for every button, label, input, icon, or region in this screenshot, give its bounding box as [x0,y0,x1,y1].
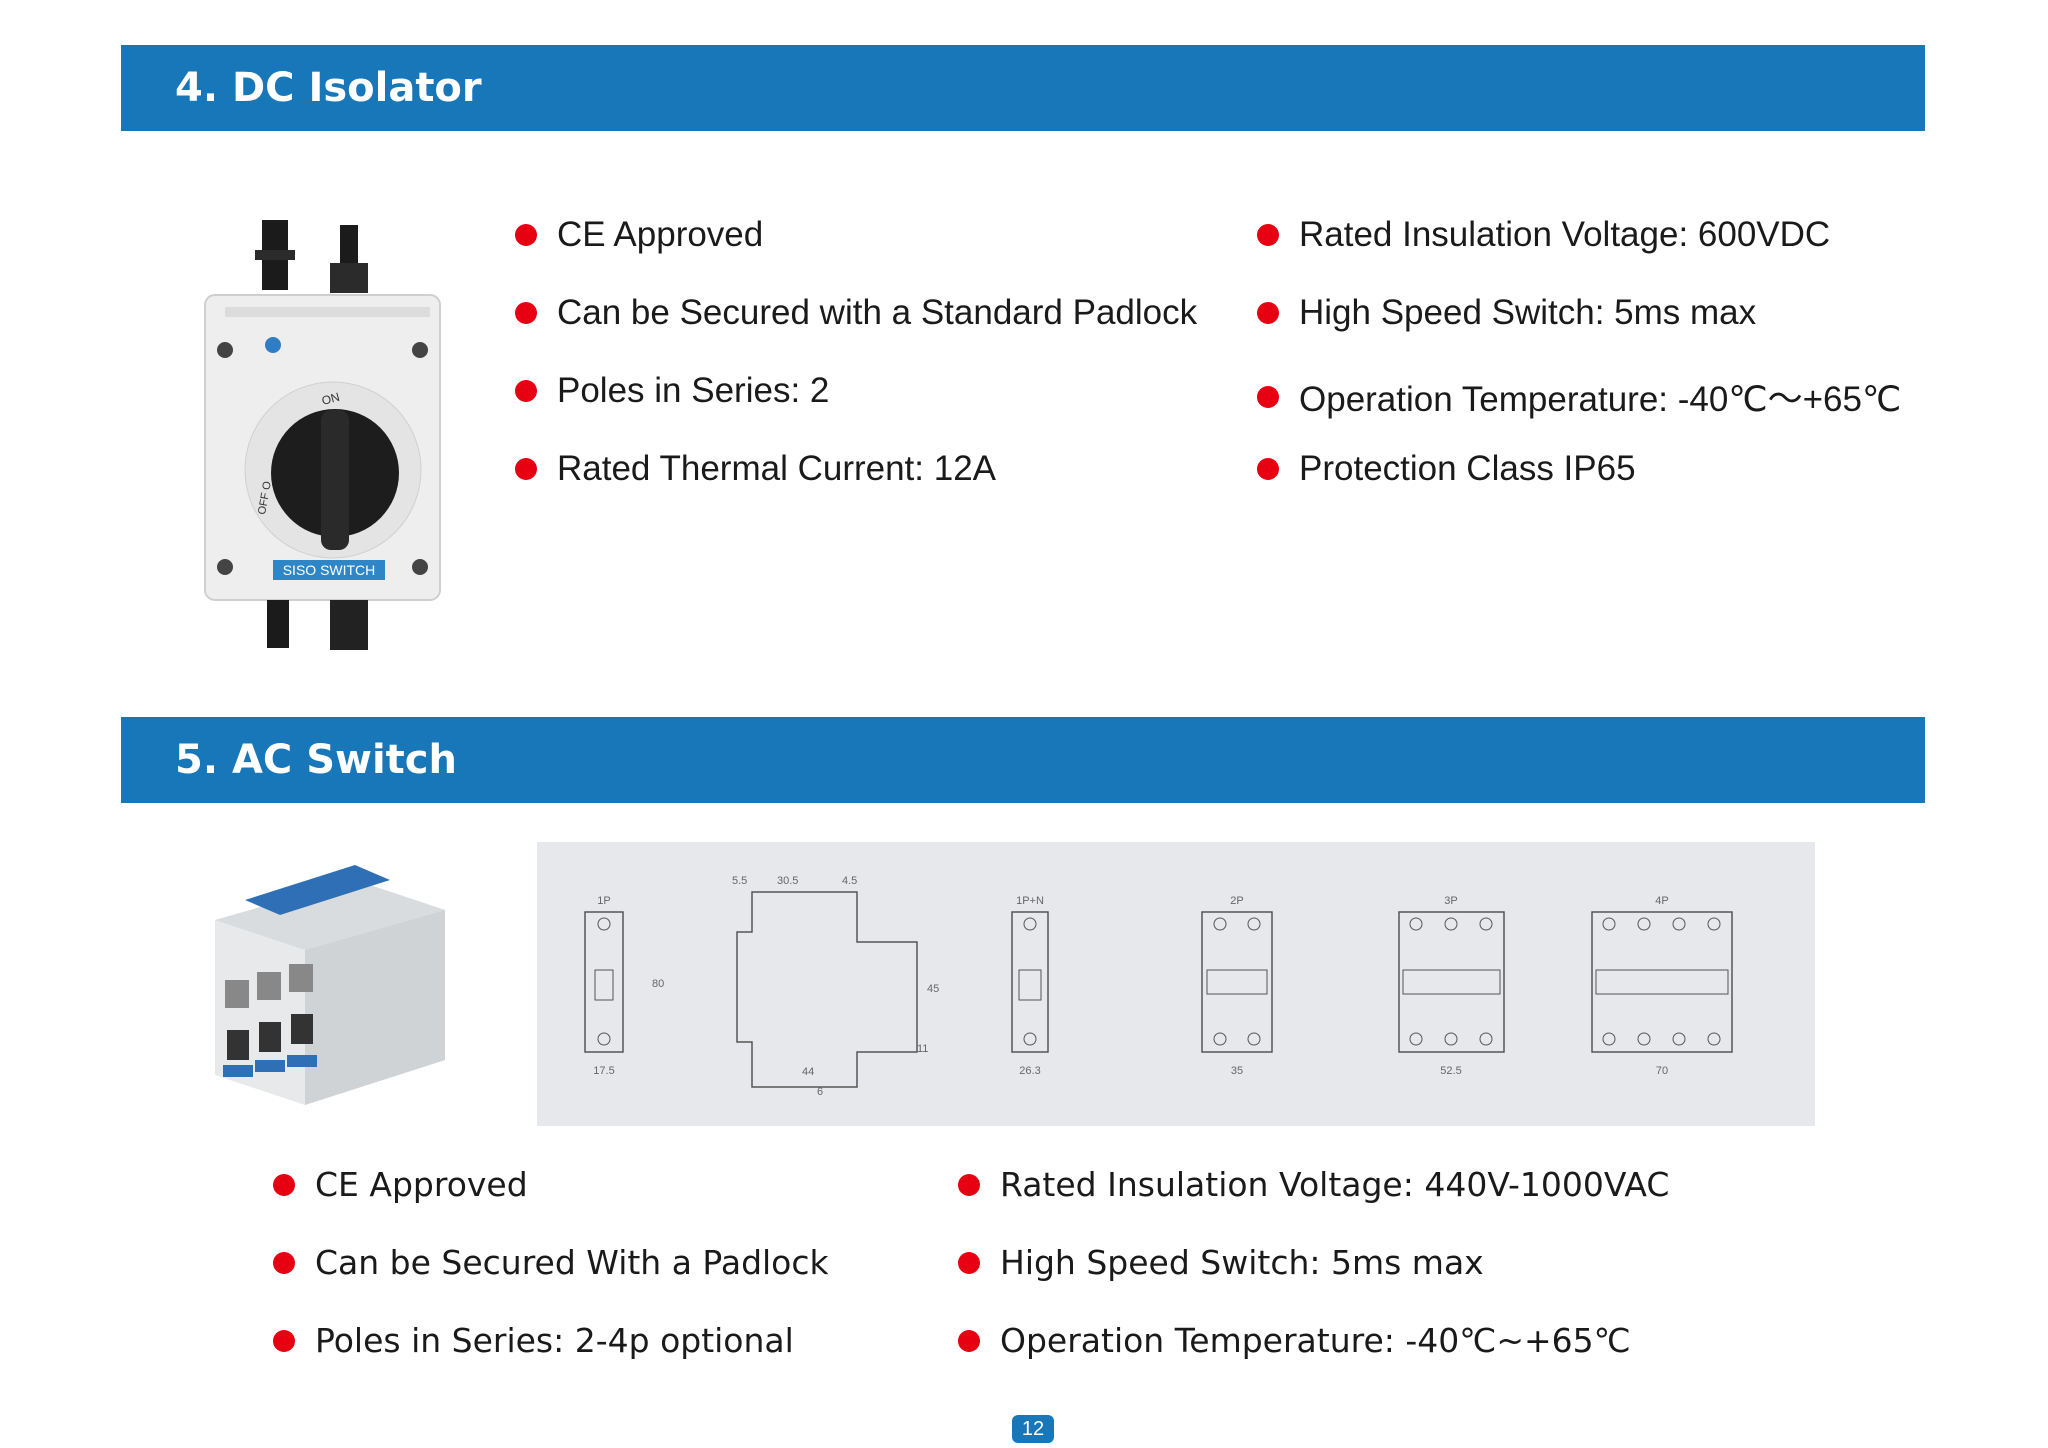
feature-text: Rated Insulation Voltage: 600VDC [1299,215,1831,254]
drawing-width: 17.5 [593,1065,614,1077]
drawing-side-view: 5.5 30.5 4.5 44 6 45 11 [732,875,939,1098]
feature-text: Protection Class IP65 [1299,449,1636,488]
bullet-icon [515,458,537,480]
section-header-ac-switch: 5. AC Switch [121,717,1925,803]
dc-isolator-product-image: ON OFF O SISO SWITCH [204,220,441,650]
drawing-label: 3P [1444,895,1457,907]
feature-item: Protection Class IP65 [1257,449,1636,489]
feature-item: CE Approved [273,1165,528,1204]
drawing-dim: 4.5 [842,875,857,887]
feature-item: Can be Secured With a Padlock [273,1243,829,1282]
drawing-dim: 30.5 [777,875,798,887]
drawing-dim: 11 [917,1043,928,1055]
drawing-height: 80 [652,978,664,990]
drawing-width: 52.5 [1440,1065,1461,1077]
feature-item: Rated Insulation Voltage: 600VDC [1257,215,1830,255]
switch-on-label: ON [320,390,341,408]
drawing-label: 2P [1230,895,1243,907]
bullet-icon [1257,385,1279,408]
dimension-drawing: 1P 17.5 5.5 30.5 4.5 44 6 45 11 1P+N 26.… [537,842,1815,1126]
feature-text: CE Approved [315,1165,528,1204]
ac-switch-product-image [215,865,445,1105]
page-number: 12 [1012,1415,1054,1443]
feature-text: Rated Thermal Current: 12A [557,449,997,488]
feature-item: Poles in Series: 2 [515,371,829,411]
drawing-width: 26.3 [1019,1065,1040,1077]
bullet-icon [958,1329,980,1352]
drawing-dim: 44 [802,1066,814,1078]
bullet-icon [1257,224,1279,246]
bullet-icon [515,302,537,324]
drawing-2p: 2P 35 [1201,895,1273,1077]
bullet-icon [1257,458,1279,480]
feature-item: High Speed Switch: 5ms max [1257,293,1756,333]
section-title: 4. DC Isolator [175,65,482,111]
drawing-dim: 45 [927,983,939,995]
feature-item: Can be Secured with a Standard Padlock [515,293,1197,333]
feature-text: High Speed Switch: 5ms max [1000,1243,1484,1282]
feature-item: Rated Thermal Current: 12A [515,449,996,489]
feature-item: Poles in Series: 2-4p optional [273,1321,794,1360]
bullet-icon [958,1251,980,1274]
drawing-3p: 3P 52.5 [1398,895,1505,1077]
drawing-width: 70 [1656,1065,1668,1077]
feature-item: Operation Temperature: -40℃~+65℃ [958,1321,1631,1360]
bullet-icon [273,1251,295,1274]
bullet-icon [515,224,537,246]
drawing-label: 1P+N [1016,895,1044,907]
bullet-icon [958,1173,980,1196]
feature-text: High Speed Switch: 5ms max [1299,293,1757,332]
feature-item: CE Approved [515,215,763,255]
drawing-label: 1P [597,895,610,907]
feature-text: Poles in Series: 2 [557,371,830,410]
drawing-dim: 6 [817,1086,823,1098]
section-title: 5. AC Switch [175,737,457,783]
feature-item: Rated Insulation Voltage: 440V-1000VAC [958,1165,1669,1204]
drawing-width: 35 [1231,1065,1243,1077]
feature-text: Rated Insulation Voltage: 440V-1000VAC [1000,1165,1670,1204]
bullet-icon [1257,302,1279,324]
feature-text: CE Approved [557,215,764,254]
bullet-icon [273,1173,295,1196]
feature-item: Operation Temperature: -40℃～+65℃ [1257,371,1901,422]
feature-text: Can be Secured with a Standard Padlock [557,293,1198,332]
product-label: SISO SWITCH [283,562,376,578]
feature-item: High Speed Switch: 5ms max [958,1243,1484,1282]
drawing-1p: 1P 17.5 [584,895,624,1077]
switch-off-label: OFF O [256,480,274,516]
feature-text: Poles in Series: 2-4p optional [315,1321,794,1360]
drawing-4p: 4P 70 [1591,895,1733,1077]
feature-text: Operation Temperature: -40℃~+65℃ [1000,1321,1631,1360]
feature-text: Can be Secured With a Padlock [315,1243,829,1282]
drawing-label: 4P [1655,895,1668,907]
feature-text: Operation Temperature: -40℃～+65℃ [1299,380,1902,419]
drawing-dim: 5.5 [732,875,747,887]
bullet-icon [515,380,537,402]
bullet-icon [273,1329,295,1352]
section-header-dc-isolator: 4. DC Isolator [121,45,1925,131]
drawing-1pn: 1P+N 26.3 [1011,895,1049,1077]
